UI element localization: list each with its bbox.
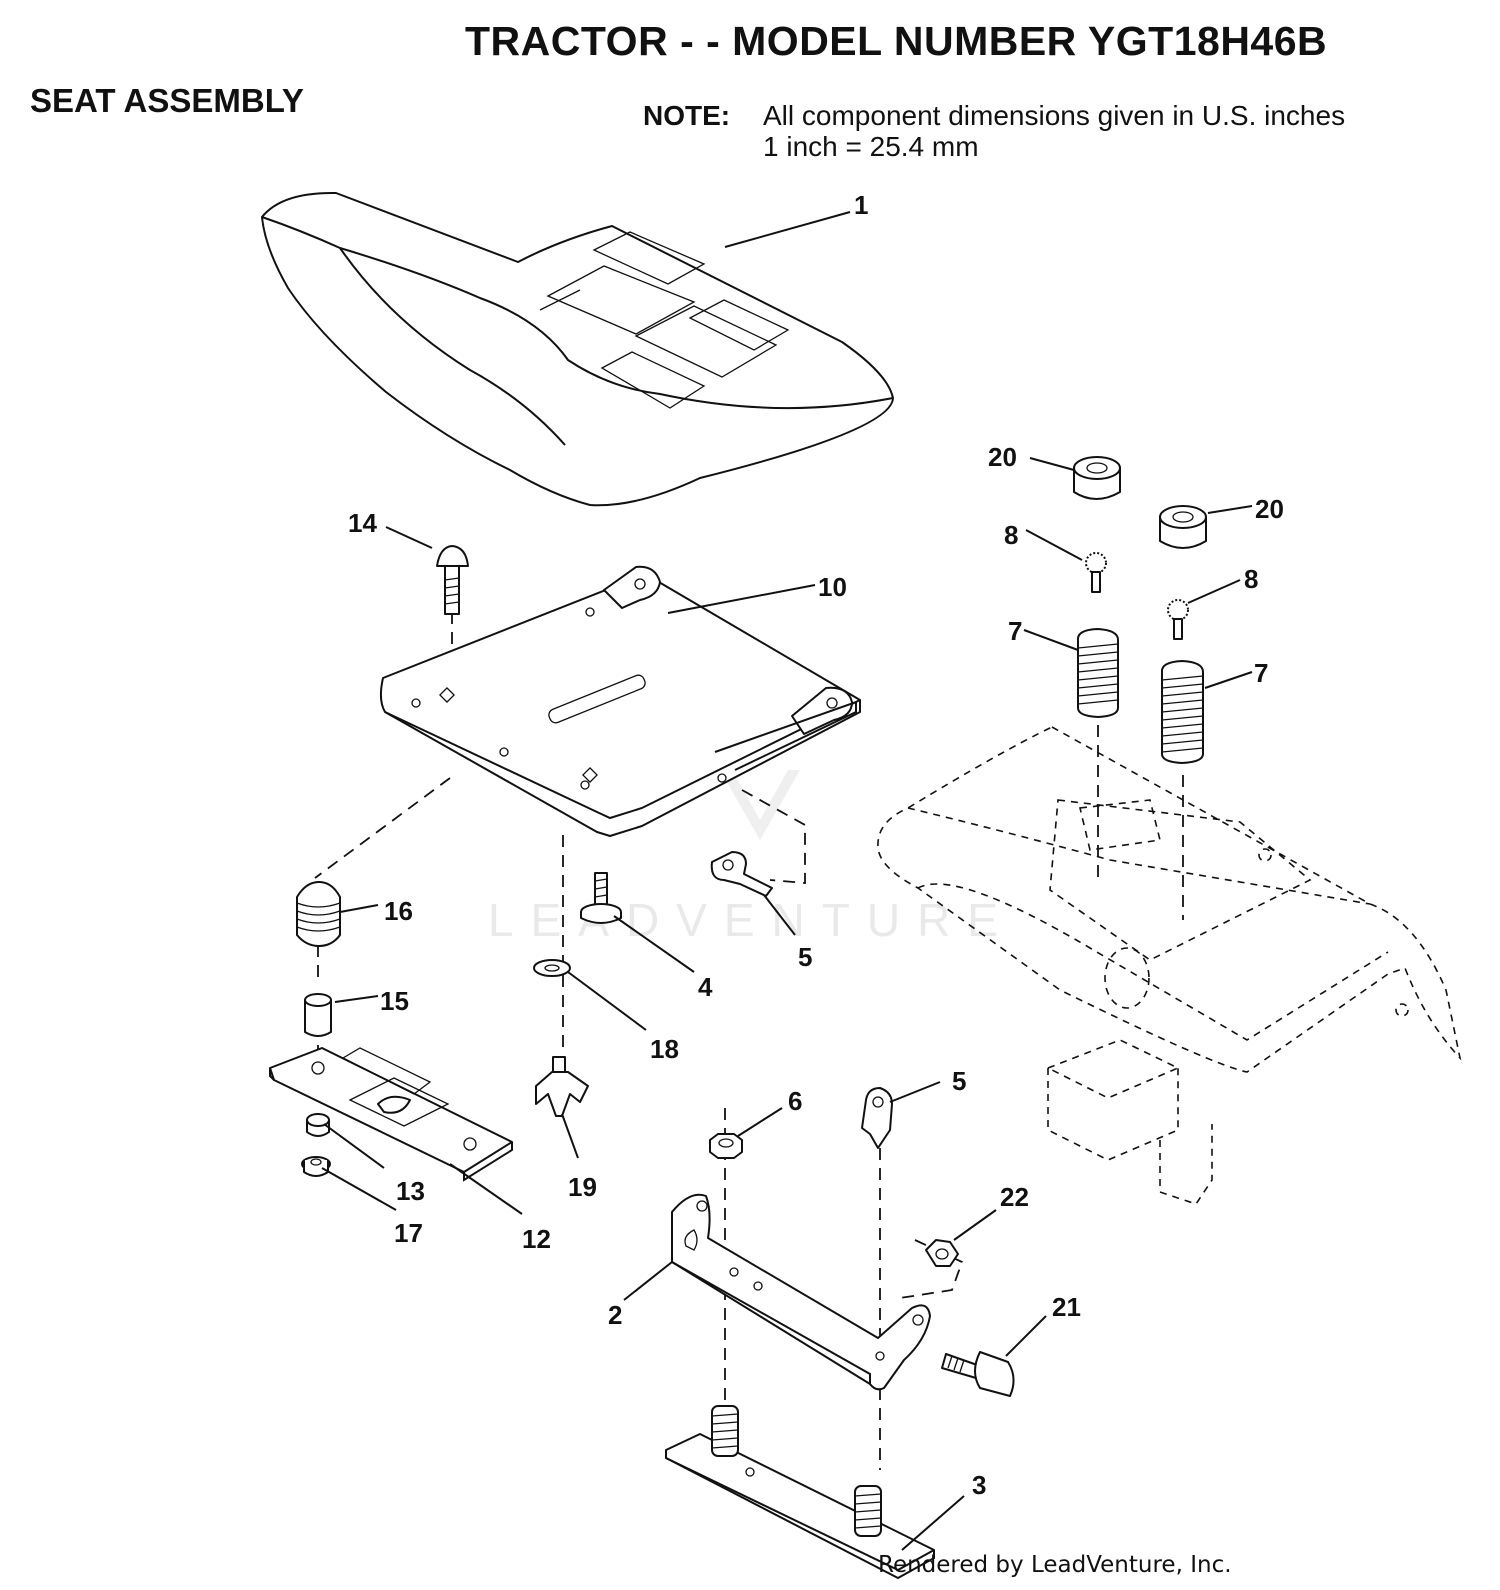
part-carriage-bolt[interactable]	[436, 545, 469, 615]
watermark-text: LEADVENTURE	[488, 894, 1015, 946]
callouts: 1 10 14 20 20 8 8 7 7 16 15 5 4 18 19 13…	[348, 190, 1284, 1500]
callout-20-left: 20	[988, 442, 1017, 472]
part-flange-nuts[interactable]	[301, 1113, 331, 1177]
fender-outline	[877, 726, 1462, 1205]
callout-14: 14	[348, 508, 377, 538]
leader-lines	[321, 211, 1253, 1551]
part-hinge-bracket[interactable]	[671, 1193, 931, 1391]
part-pivot-bolt[interactable]	[941, 1351, 1015, 1397]
callout-12: 12	[522, 1224, 551, 1254]
callout-19: 19	[568, 1172, 597, 1202]
part-switch-clip-upper[interactable]	[710, 851, 773, 897]
part-compression-spring[interactable]	[296, 881, 341, 947]
callout-8-left: 8	[1004, 520, 1018, 550]
callout-21: 21	[1052, 1292, 1081, 1322]
callout-20-right: 20	[1255, 494, 1284, 524]
callout-7-left: 7	[1008, 616, 1022, 646]
part-seat[interactable]	[261, 191, 894, 507]
note-label: NOTE:	[643, 100, 731, 131]
callout-13: 13	[396, 1176, 425, 1206]
callout-18: 18	[650, 1034, 679, 1064]
callout-6: 6	[788, 1086, 802, 1116]
part-shoulder-bolt[interactable]	[580, 872, 622, 924]
part-locknut[interactable]	[925, 1239, 959, 1267]
render-credit: Rendered by LeadVenture, Inc.	[878, 1552, 1232, 1578]
callout-1: 1	[854, 190, 868, 220]
part-stud-plate[interactable]	[665, 1405, 935, 1580]
part-adjustment-plate[interactable]	[269, 1047, 513, 1182]
part-washer[interactable]	[533, 959, 571, 977]
part-lock-screws[interactable]	[1085, 552, 1189, 640]
callout-15: 15	[380, 986, 409, 1016]
part-seat-springs[interactable]	[1076, 628, 1204, 764]
callout-22: 22	[1000, 1182, 1029, 1212]
part-bumpers[interactable]	[1073, 456, 1207, 549]
callout-5-upper: 5	[798, 942, 812, 972]
callout-7-right: 7	[1254, 658, 1268, 688]
page-title: TRACTOR - - MODEL NUMBER YGT18H46B	[465, 18, 1328, 64]
part-seat-bracket[interactable]	[379, 565, 861, 837]
callout-17: 17	[394, 1218, 423, 1248]
note-line-conversion: 1 inch = 25.4 mm	[763, 131, 979, 162]
callout-5-lower: 5	[952, 1066, 966, 1096]
part-adjust-knob[interactable]	[535, 1056, 589, 1117]
callout-8-right: 8	[1244, 564, 1258, 594]
callout-2: 2	[608, 1300, 622, 1330]
callout-10: 10	[818, 572, 847, 602]
callout-3: 3	[972, 1470, 986, 1500]
part-spacer[interactable]	[304, 993, 332, 1037]
callout-4: 4	[698, 972, 713, 1002]
note-line-units: All component dimensions given in U.S. i…	[763, 100, 1346, 131]
part-hex-nut[interactable]	[709, 1133, 743, 1159]
section-title: SEAT ASSEMBLY	[30, 82, 304, 119]
part-switch-clip-lower[interactable]	[861, 1087, 893, 1149]
callout-16: 16	[384, 896, 413, 926]
